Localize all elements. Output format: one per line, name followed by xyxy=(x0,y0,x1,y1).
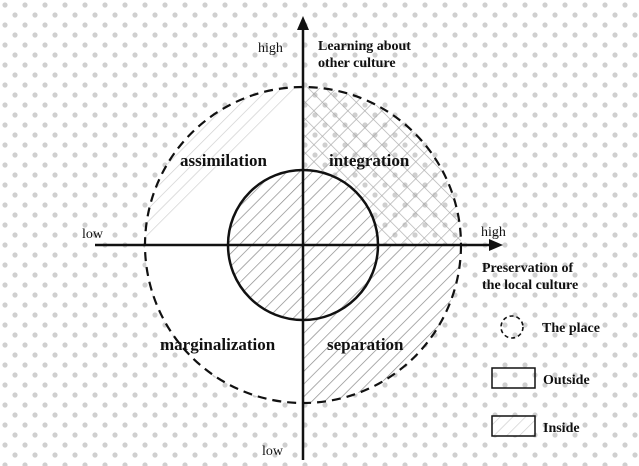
quadrant-label-separation: separation xyxy=(327,335,404,354)
y-high-label: high xyxy=(258,41,283,56)
x-axis-arrow-icon xyxy=(489,239,503,251)
x-axis-title-2: the local culture xyxy=(482,278,578,293)
legend-place-label: The place xyxy=(542,321,600,336)
legend-outside-label: Outside xyxy=(543,373,590,388)
y-axis-title-2: other culture xyxy=(318,56,396,71)
x-axis-title-1: Preservation of xyxy=(482,261,573,276)
y-low-label: low xyxy=(262,444,284,459)
legend-inside-swatch xyxy=(491,415,536,437)
y-axis-arrow-icon xyxy=(297,16,309,30)
quadrant-label-marginalization: marginalization xyxy=(160,335,276,354)
legend-inside-label: Inside xyxy=(543,421,580,436)
quadrant-label-integration: integration xyxy=(329,151,410,170)
x-low-label: low xyxy=(82,227,104,242)
legend-outside-swatch xyxy=(491,367,536,389)
x-high-label: high xyxy=(481,225,506,240)
y-axis-title-1: Learning about xyxy=(318,39,411,54)
quadrant-label-assimilation: assimilation xyxy=(180,151,267,170)
legend-place-icon xyxy=(500,315,524,339)
legend: The place Outside Inside xyxy=(491,315,600,437)
